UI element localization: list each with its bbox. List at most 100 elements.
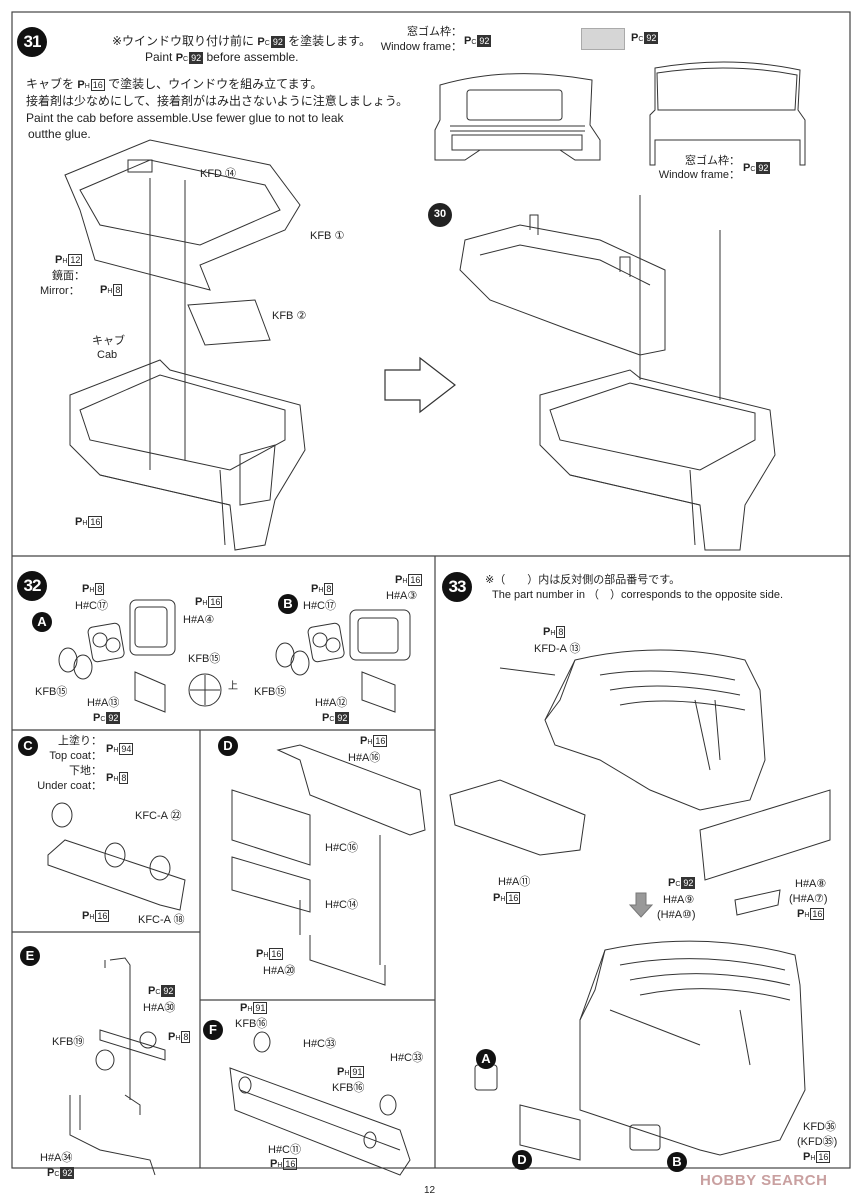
subassembly-30-number: 30 [433, 208, 447, 220]
cab-label-jp: キャブ [92, 335, 125, 347]
text: before assemble. [206, 50, 299, 64]
headlight-b-drawing [275, 609, 411, 713]
part-label-kfb19: KFB⑲ [52, 1036, 85, 1048]
part-label-ha20: H#A⑳ [263, 965, 296, 977]
part-label-ha13: H#A⑬ [87, 697, 120, 709]
subassembly-30-badge [428, 203, 452, 227]
cab-drawing-right [539, 369, 776, 551]
paint-swatch-c92 [581, 28, 625, 50]
sub-step-f-badge: F [203, 1020, 223, 1040]
part-label-kfb15: KFB⑮ [254, 686, 287, 698]
top-coat-label-en: Top coat： [49, 750, 102, 762]
step-31-badge: 31 [17, 27, 47, 57]
part-label-kfda13: KFD-A ⑬ [534, 643, 581, 655]
text: キャブを [26, 77, 75, 91]
window-frame-label-jp: 窓ゴム枠： [407, 26, 462, 38]
part-label-kfd35: (KFD㉟) [797, 1136, 838, 1148]
up-direction-label: 上 [228, 681, 238, 692]
down-arrow [628, 892, 654, 918]
text: Paint [145, 50, 173, 64]
part-label-ha9: H#A⑨ [663, 894, 695, 906]
window-frame-label-en: Window frame： [658, 169, 740, 181]
cab-drawing [69, 359, 306, 551]
hollow-arrow [384, 356, 456, 414]
grille-drawing [231, 744, 426, 986]
part-label-kfca22: KFC-A ㉒ [135, 810, 182, 822]
step31-instruction-en2: outthe glue. [28, 127, 91, 141]
sub-step-d-badge: D [512, 1150, 532, 1170]
part-label-kfb15: KFB⑮ [188, 653, 221, 665]
window-tray-drawing [64, 139, 301, 291]
part-label-kfd36: KFD㊱ [803, 1121, 836, 1133]
under-coat-label-jp: 下地： [69, 765, 102, 777]
front-window-drawing [649, 61, 806, 166]
sub-step-d-badge: D [218, 736, 238, 756]
roof-lamp-bar-drawing [47, 802, 186, 911]
part-label-ha11: H#A⑪ [498, 876, 531, 888]
sub-step-c-badge: C [18, 736, 38, 756]
step33-note-jp: ※（ ）内は反対側の部品番号です。 [485, 574, 681, 586]
window-frame-label-jp: 窓ゴム枠： [685, 155, 740, 167]
part-label-ha12: H#A⑫ [315, 697, 348, 709]
part-label-ha7: (H#A⑦) [789, 893, 828, 905]
sub-step-e-badge: E [20, 946, 40, 966]
part-label-kfb2: KFB ② [272, 310, 307, 322]
step33-note-en: The part number in （ ）corresponds to the… [492, 589, 784, 601]
exhaust-stack-drawing [69, 957, 166, 1176]
part-label-hc74: H#C⑭ [325, 899, 359, 911]
step-33-badge: 33 [442, 572, 472, 602]
cab-assembly-drawing-upper [449, 649, 831, 916]
step31-instruction-en1: Paint the cab before assemble.Use fewer … [26, 111, 344, 125]
step-32-badge: 32 [17, 571, 47, 601]
window-frame-label-en: Window frame： [380, 41, 462, 53]
part-label-kfb16: KFB⑯ [235, 1018, 268, 1030]
part-label-ha16: H#A⑯ [348, 752, 381, 764]
part-label-hc73: H#C㉝ [303, 1038, 337, 1050]
part-label-kfb1: KFB ① [310, 230, 345, 242]
part-label-hc76: H#C⑯ [325, 842, 359, 854]
part-label-ha10: (H#A⑩) [657, 909, 696, 921]
text: ※ウインドウ取り付け前に [112, 34, 255, 48]
top-coat-label-jp: 上塗り： [58, 735, 102, 747]
part-label-hc75: H#C⑰ [75, 600, 109, 612]
subassembly-30-drawing [459, 195, 721, 400]
part-label-kfca18: KFC-A ⑱ [138, 914, 185, 926]
step31-instruction-jp2: 接着剤は少なめにして、接着剤がはみ出さないように注意しましょう。 [26, 94, 409, 108]
sub-step-a-badge: A [32, 612, 52, 632]
watermark-hobby-search: HOBBY SEARCH [700, 1172, 828, 1189]
part-label-hc75: H#C⑰ [303, 600, 337, 612]
part-label-ha4: H#A④ [183, 614, 215, 626]
part-label-ha3: H#A③ [386, 590, 418, 602]
part-label-kfb16: KFB⑯ [332, 1082, 365, 1094]
sub-step-b-badge: B [667, 1152, 687, 1172]
sub-step-b-badge: B [278, 594, 298, 614]
page-number: 12 [424, 1185, 436, 1196]
